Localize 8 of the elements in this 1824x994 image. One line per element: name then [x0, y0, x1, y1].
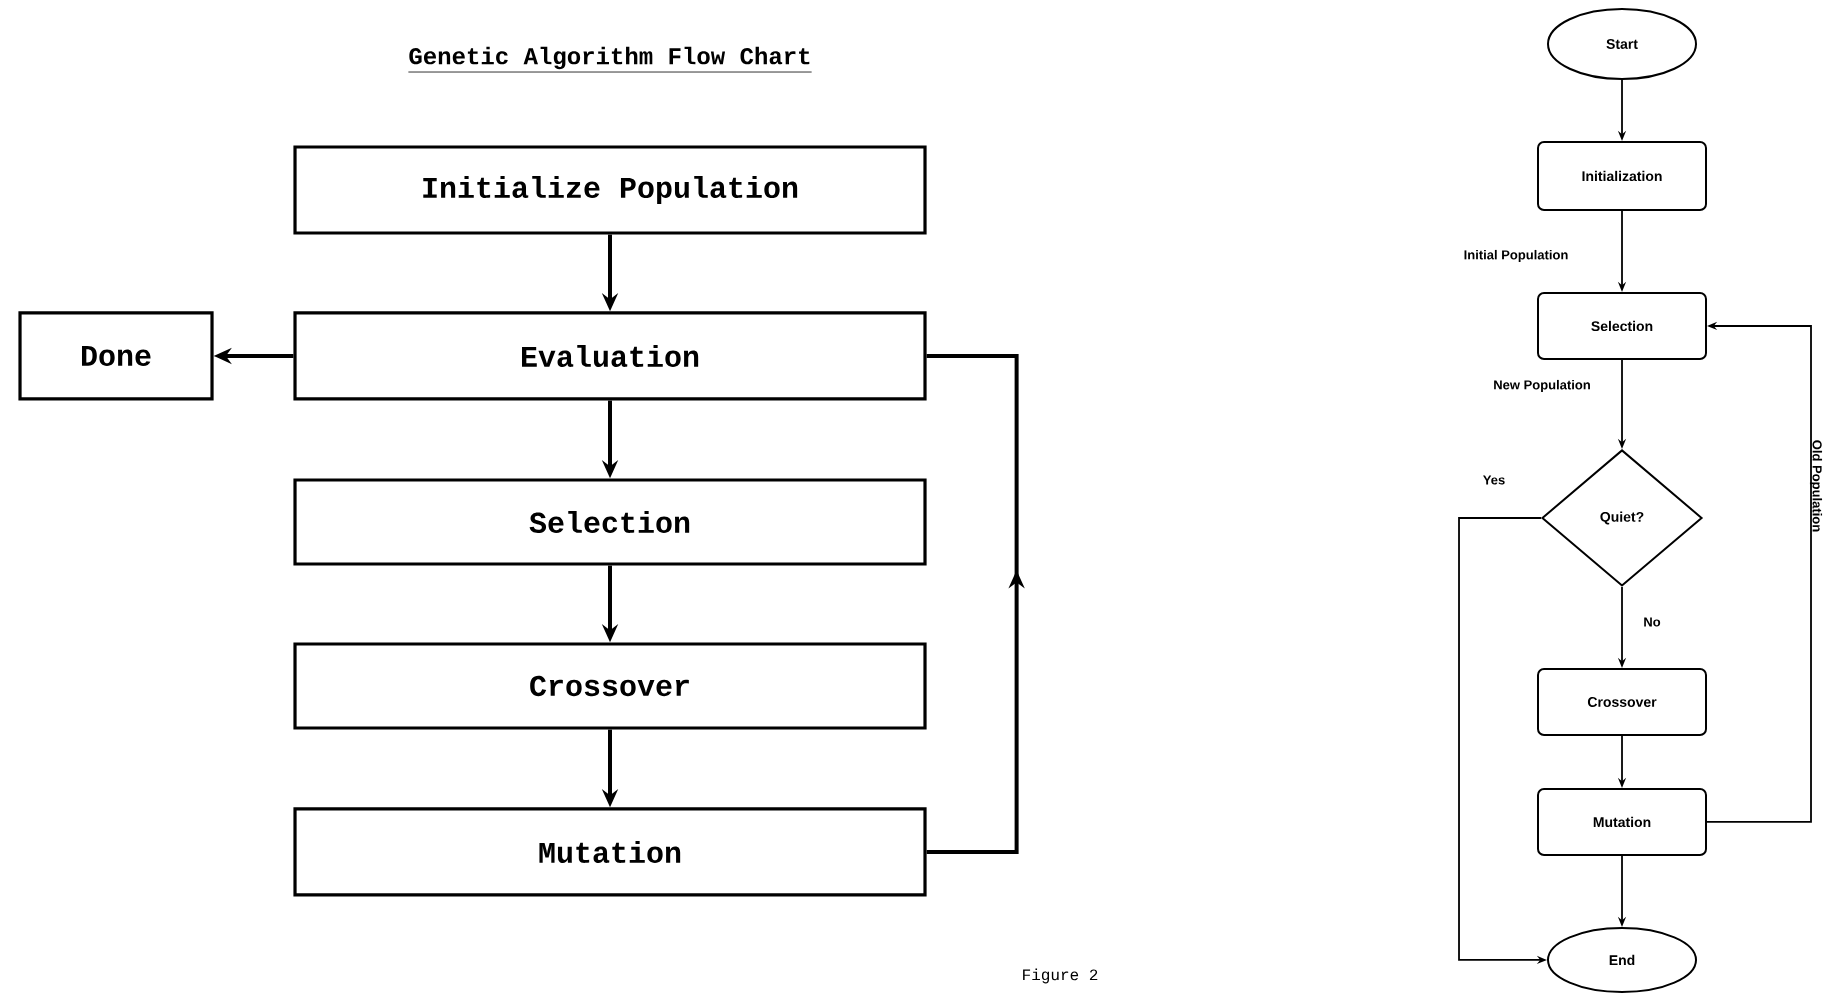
process-box: Crossover [293, 642, 927, 730]
chart-title: Genetic Algorithm Flow Chart [408, 46, 813, 73]
process-box: Mutation [293, 807, 927, 897]
figure-caption: Figure 2 [1023, 968, 1098, 984]
process-box: Evaluation [293, 311, 927, 401]
process-box: Done [18, 311, 214, 401]
process-box: Selection [293, 478, 927, 566]
process-box: Initialize Population [293, 145, 927, 235]
